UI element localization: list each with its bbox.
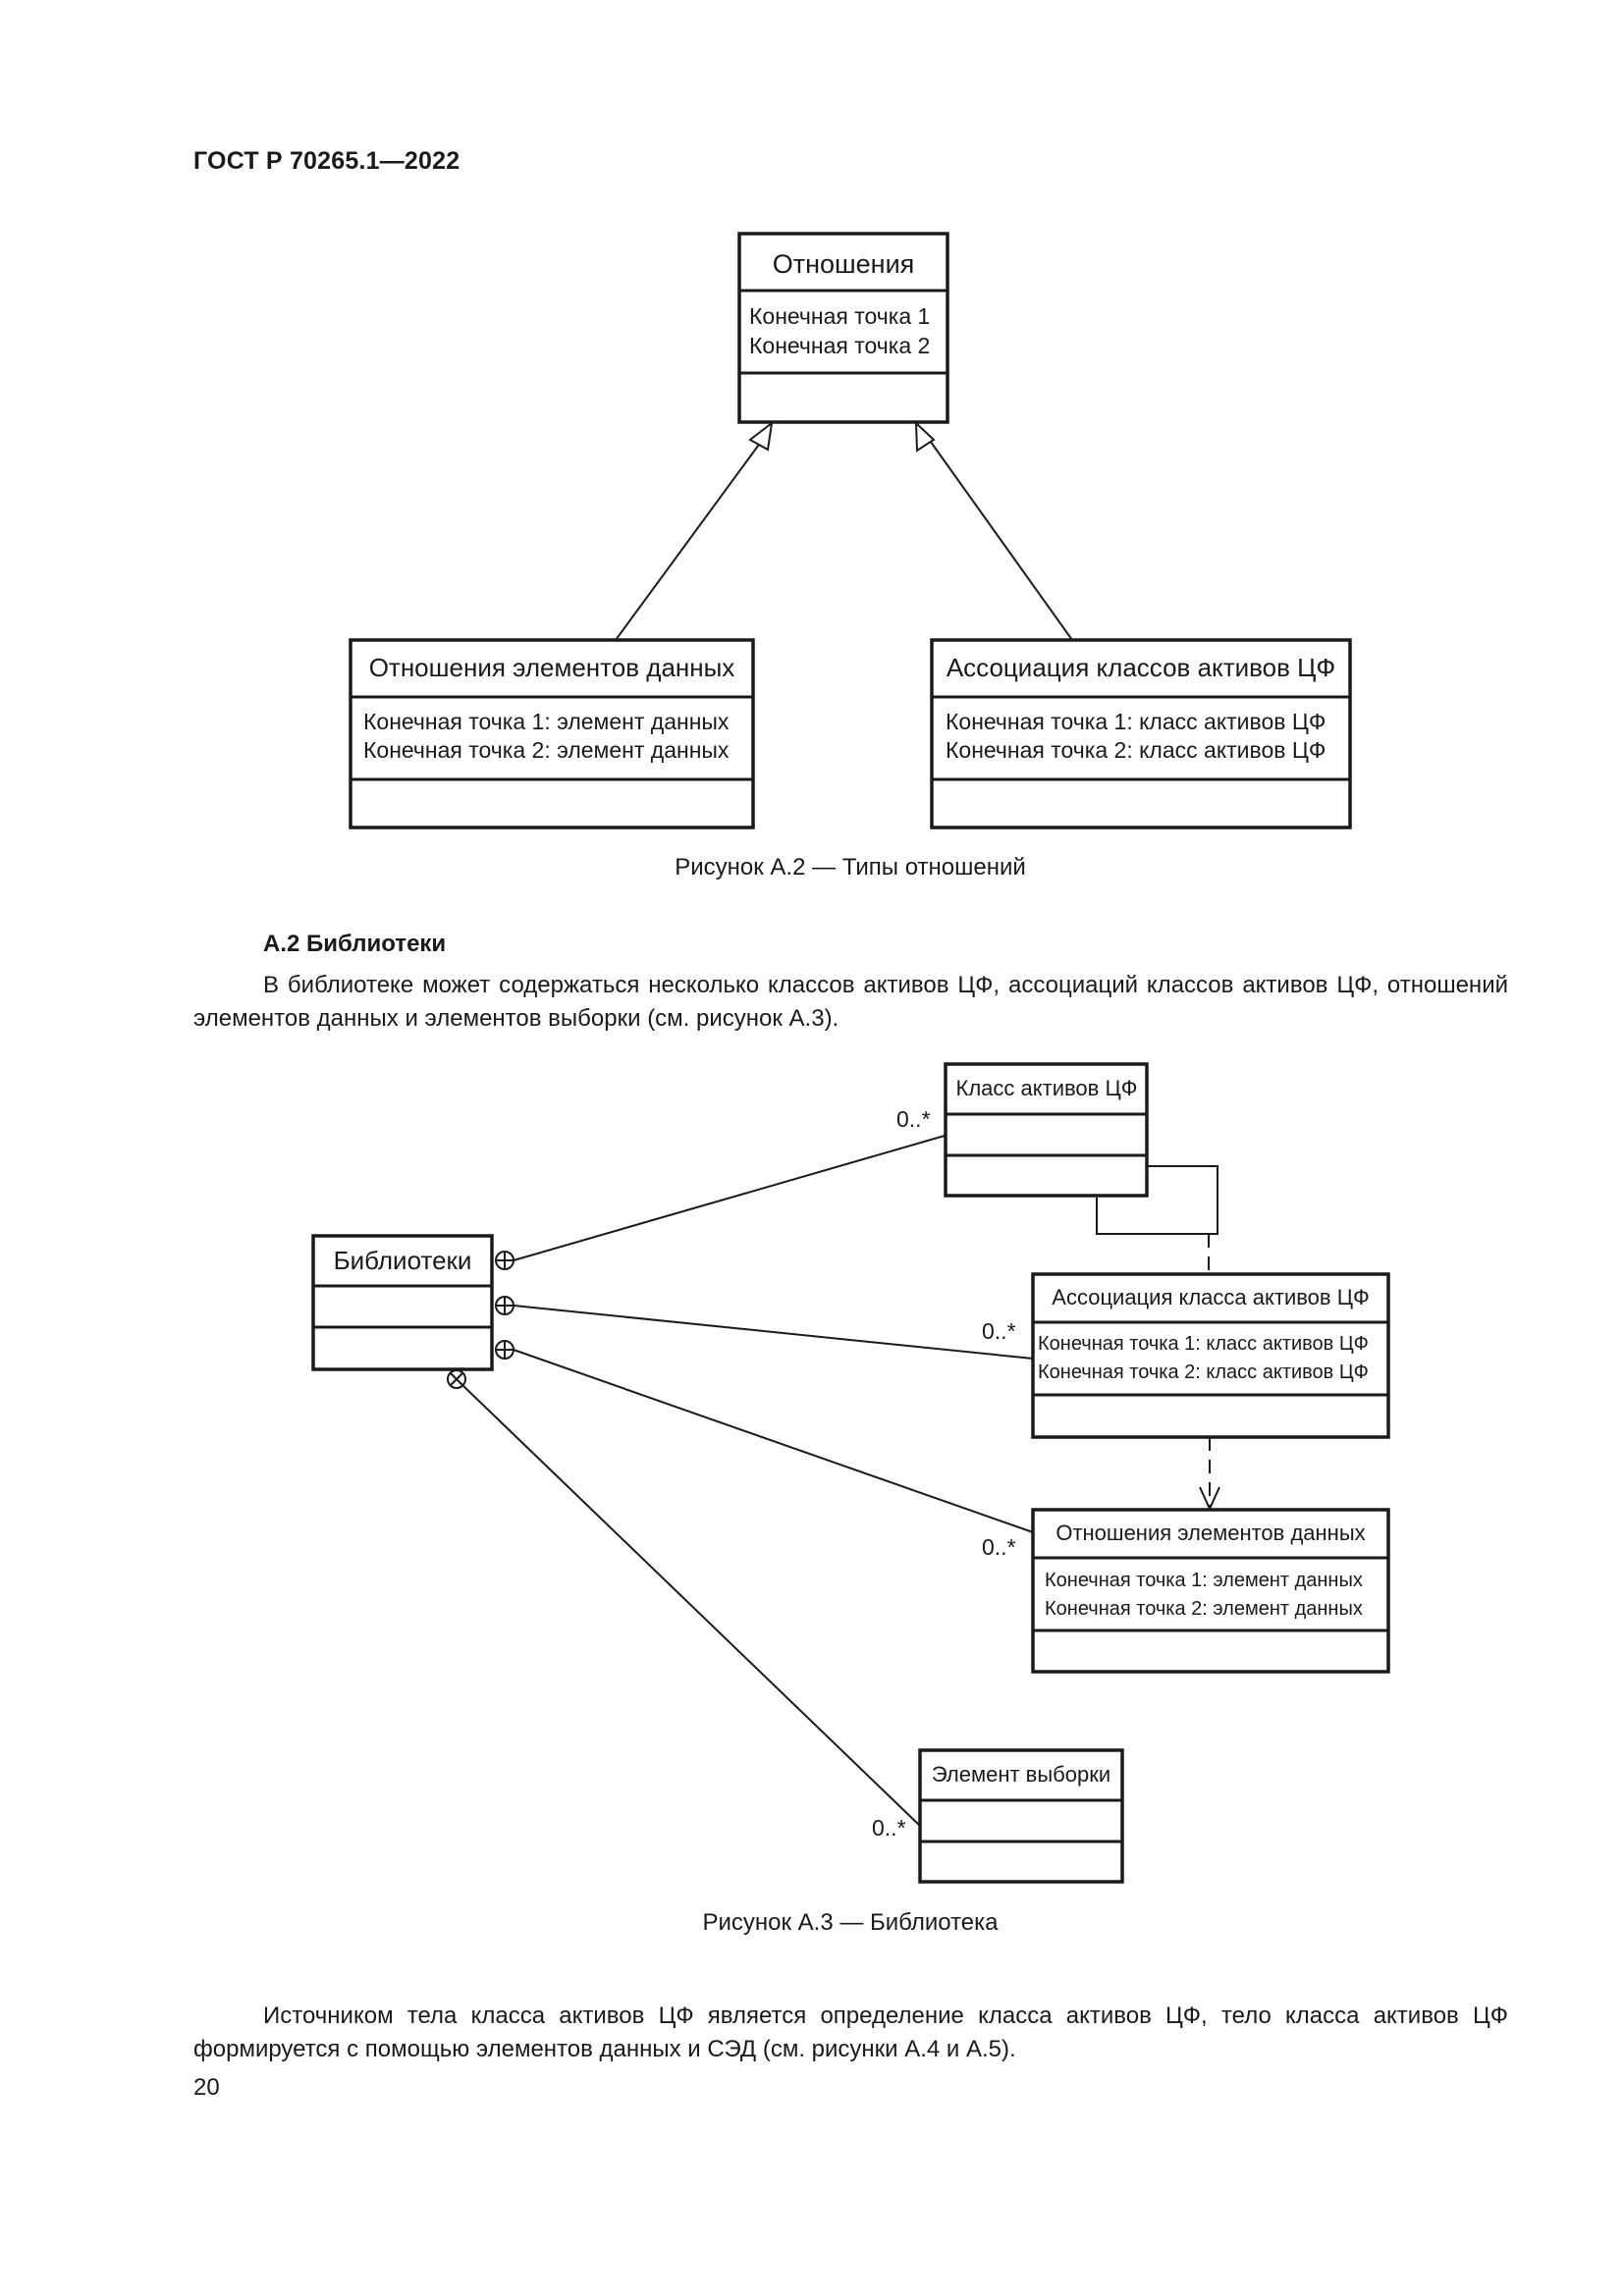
class-box-library: Библиотеки: [311, 1234, 494, 1371]
class-attr: Конечная точка 2: [749, 333, 930, 358]
class-title-asset-class-association: Ассоциация классов активов ЦФ: [947, 653, 1335, 682]
closing-paragraph: Источником тела класса активов ЦФ являет…: [193, 2002, 1508, 2062]
class-box-sample-element: Элемент выборки: [918, 1748, 1124, 1884]
class-title-library: Библиотеки: [334, 1246, 472, 1275]
figure-a3-caption: Рисунок А.3 — Библиотека: [702, 1909, 999, 1936]
class-box-data-element-relations: Отношения элементов данных Конечная точк…: [349, 638, 755, 829]
class-title-data-element-relations: Отношения элементов данных: [369, 653, 735, 682]
class-box-asset-class: Класс активов ЦФ: [944, 1062, 1149, 1198]
figure-a2-relations-types: Отношения Конечная точка 1 Конечная точк…: [349, 232, 1352, 829]
figure-a2-caption: Рисунок А.2 — Типы отношений: [675, 854, 1026, 881]
class-title-relations: Отношения: [773, 249, 915, 279]
class-attr: Конечная точка 2: класс активов ЦФ: [946, 737, 1326, 763]
association-line-asset-class: [513, 1135, 946, 1261]
inheritance-line-left: [615, 437, 765, 641]
section-title: А.2 Библиотеки: [263, 931, 447, 957]
containment-icon: [447, 1369, 466, 1389]
class-title-sample-element: Элемент выборки: [932, 1762, 1110, 1787]
multiplicity-label: 0..*: [982, 1318, 1016, 1344]
association-loop: [1096, 1165, 1218, 1235]
class-box-asset-class-association: Ассоциация класса активов ЦФ Конечная то…: [1031, 1272, 1390, 1439]
class-title-asset-class: Класс активов ЦФ: [956, 1076, 1138, 1100]
inheritance-line-right: [927, 437, 1073, 641]
section-paragraph: В библиотеке может содержаться несколько…: [193, 972, 1508, 1032]
class-attr: Конечная точка 2: класс активов ЦФ: [1038, 1362, 1369, 1383]
class-box-data-element-relations: Отношения элементов данных Конечная точк…: [1031, 1508, 1390, 1674]
figure-a3-library: Библиотеки Класс активов ЦФ 0..* Ассоциа…: [311, 1062, 1390, 1884]
class-attr: Конечная точка 1: [749, 303, 930, 329]
class-attr: Конечная точка 2: элемент данных: [363, 737, 730, 763]
document-header: ГОСТ Р 70265.1—2022: [193, 147, 460, 175]
class-attr: Конечная точка 2: элемент данных: [1045, 1598, 1363, 1620]
multiplicity-label: 0..*: [896, 1106, 931, 1132]
class-title-data-element-relations: Отношения элементов данных: [1056, 1521, 1365, 1545]
inheritance-arrow-right-icon: [914, 420, 936, 453]
class-attr: Конечная точка 1: элемент данных: [363, 709, 730, 734]
containment-icon: [495, 1251, 514, 1270]
multiplicity-label: 0..*: [872, 1815, 906, 1841]
class-box-relations: Отношения Конечная точка 1 Конечная точк…: [737, 232, 949, 424]
class-attr: Конечная точка 1: элемент данных: [1045, 1570, 1363, 1591]
multiplicity-label: 0..*: [982, 1534, 1016, 1560]
page-number: 20: [193, 2074, 220, 2101]
class-attr: Конечная точка 1: класс активов ЦФ: [1038, 1333, 1369, 1355]
association-line-association: [513, 1305, 1034, 1360]
class-attr: Конечная точка 1: класс активов ЦФ: [946, 709, 1326, 734]
class-title-asset-class-association: Ассоциация класса активов ЦФ: [1052, 1285, 1369, 1309]
inheritance-arrow-left-icon: [748, 420, 774, 452]
association-line-data-relations: [513, 1349, 1034, 1533]
containment-icon: [495, 1340, 514, 1360]
containment-icon: [495, 1296, 514, 1315]
association-line-sample-element: [462, 1385, 921, 1827]
class-box-asset-class-association: Ассоциация классов активов ЦФ Конечная т…: [930, 638, 1352, 829]
